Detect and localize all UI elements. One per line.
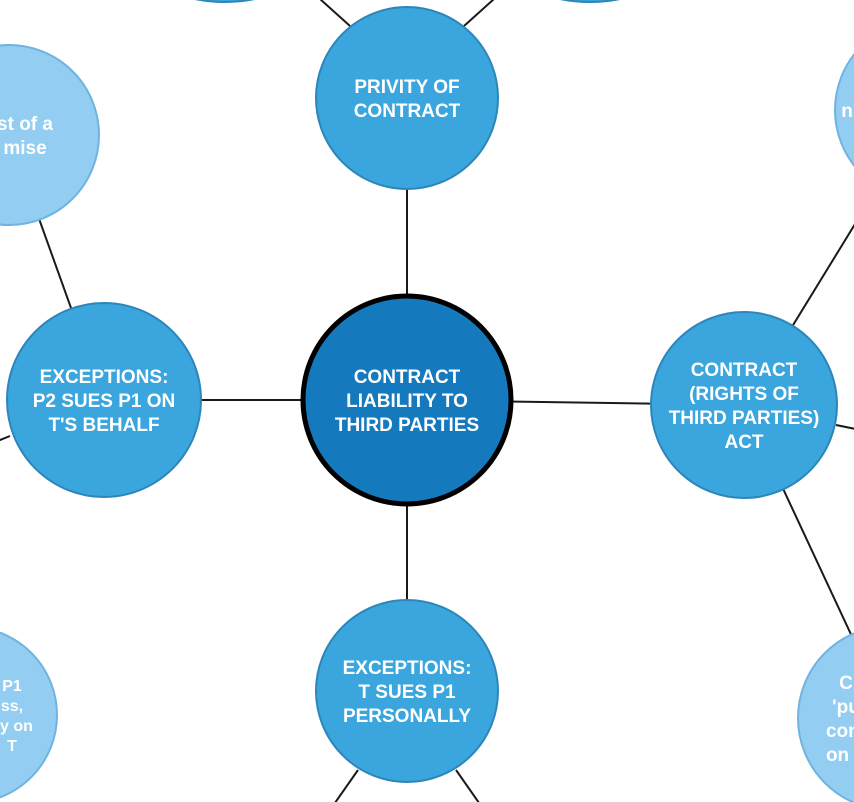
node-label-line: conf (826, 721, 854, 742)
node-circle (315, 599, 499, 783)
offscreen-node-top-right (560, 0, 620, 3)
node-circle (650, 311, 838, 499)
node-exceptions-t[interactable]: EXCEPTIONS: T SUES P1 PERSONALLY (315, 599, 499, 783)
node-top-right-partial[interactable]: n (834, 20, 854, 200)
node-label-line: PRIVITY OF (354, 77, 459, 98)
edge-exceptions-t-stub-right (455, 769, 480, 802)
node-label-line: T (7, 738, 17, 755)
node-bottom-left-partial[interactable]: P1 ss, ey on T (0, 627, 58, 802)
node-label-line: ss, (1, 698, 23, 715)
node-label-line: EXCEPTIONS: (40, 367, 169, 388)
node-label-line: ACT (724, 432, 763, 453)
node-rights-act[interactable]: CONTRACT (RIGHTS OF THIRD PARTIES) ACT (650, 311, 838, 499)
node-label-line: (RIGHTS OF (689, 384, 799, 405)
node-label-line: T SUES P1 (358, 682, 456, 703)
node-label-line: n (841, 101, 853, 122)
node-label-line: LIABILITY TO (346, 391, 468, 412)
node-label-line: CONTRACT (354, 367, 461, 388)
node-circle (0, 631, 58, 799)
node-label-line: P1 (2, 678, 22, 695)
node-circle (300, 293, 514, 507)
node-circle (834, 53, 854, 167)
node-label-line: CONTRACT (354, 101, 461, 122)
node-label-line: ey on (0, 718, 33, 735)
node-label-line: T'S BEHALF (48, 415, 159, 436)
node-privity[interactable]: PRIVITY OF CONTRACT (315, 6, 499, 190)
node-label-line: EXCEPTIONS: (343, 658, 472, 679)
edge-rights-act-stub-right (835, 424, 854, 430)
edge-exceptions-p2-stub-left (0, 435, 11, 442)
node-label-line: C (839, 673, 853, 694)
node-label-line: THIRD PARTIES) (669, 408, 820, 429)
node-exceptions-p2[interactable]: EXCEPTIONS: P2 SUES P1 ON T'S BEHALF (6, 302, 202, 498)
node-label-line: st of a (0, 114, 53, 135)
node-trust-promise[interactable]: st of a mise (0, 44, 100, 226)
node-label-line: mise (3, 138, 46, 159)
edge-exceptions-t-stub-left (334, 769, 359, 802)
edge-privity-stub-right (463, 0, 495, 27)
node-label-line: 'pu (832, 697, 854, 718)
node-bottom-right-partial[interactable]: C 'pu conf on T (797, 626, 854, 802)
node-label-line: on T (826, 745, 854, 766)
node-label-line: P2 SUES P1 ON (33, 391, 176, 412)
node-circle (0, 44, 100, 226)
node-label-line: THIRD PARTIES (335, 415, 479, 436)
node-circle (797, 632, 854, 802)
edge-privity-stub-left (319, 0, 351, 27)
node-label-line: CONTRACT (691, 360, 798, 381)
node-label-line: PERSONALLY (343, 706, 471, 727)
node-circle (315, 6, 499, 190)
offscreen-node-top-left (195, 0, 255, 3)
node-circle (6, 302, 202, 498)
node-central[interactable]: CONTRACT LIABILITY TO THIRD PARTIES (300, 293, 514, 507)
